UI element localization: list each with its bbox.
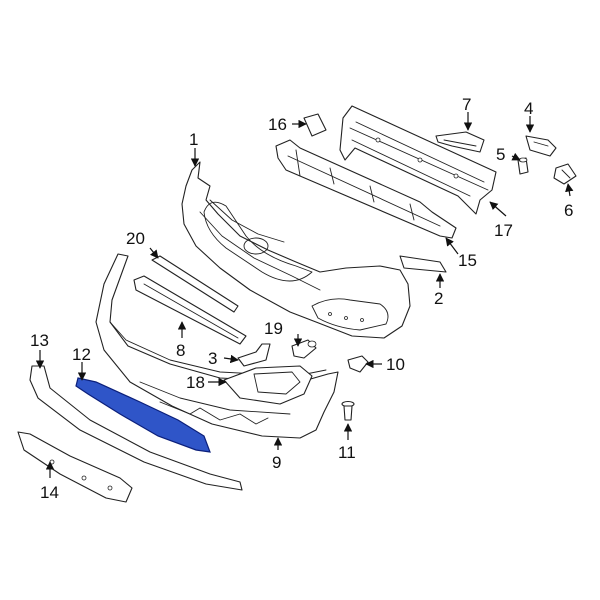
callout-8: 8 <box>176 341 185 360</box>
callout-19: 19 <box>264 319 283 338</box>
callout-1: 1 <box>189 130 198 149</box>
part-18-fog-lamp-bezel[interactable] <box>223 365 313 405</box>
part-11-push-clip[interactable] <box>341 400 355 421</box>
part-10-small-bracket[interactable] <box>347 355 369 373</box>
callout-7: 7 <box>462 95 471 114</box>
callout-18: 18 <box>186 373 205 392</box>
callout-10: 10 <box>386 355 405 374</box>
part-4-clip[interactable] <box>525 135 557 157</box>
callout-2: 2 <box>434 289 443 308</box>
part-1-bumper-cover[interactable] <box>181 161 411 339</box>
part-8-grille-insert[interactable] <box>133 275 247 345</box>
callout-9: 9 <box>272 453 281 472</box>
callout-3: 3 <box>208 349 217 368</box>
callout-20: 20 <box>126 229 145 248</box>
part-12-lower-spoiler[interactable] <box>75 377 211 453</box>
callout-12: 12 <box>72 345 91 364</box>
part-19-fog-lamp[interactable] <box>291 339 317 359</box>
part-5-bolt[interactable] <box>517 157 529 175</box>
part-13-lower-trim[interactable] <box>29 365 243 491</box>
callout-17: 17 <box>494 221 513 240</box>
part-2-reflector[interactable] <box>399 255 447 273</box>
callout-16: 16 <box>268 115 287 134</box>
callout-13: 13 <box>30 331 49 350</box>
callout-11: 11 <box>338 443 356 462</box>
callout-6: 6 <box>564 201 573 220</box>
callout-15: 15 <box>458 251 477 270</box>
callout-14: 14 <box>40 483 59 502</box>
leader-lines <box>35 112 574 478</box>
part-6-flange-bolt[interactable] <box>553 163 577 185</box>
callout-labels: 1 2 3 4 5 6 7 8 9 10 11 12 13 14 15 16 1… <box>30 95 573 502</box>
part-16-bracket[interactable] <box>303 113 327 137</box>
part-17-reinforcement-beam[interactable] <box>339 105 497 215</box>
part-7-side-bracket[interactable] <box>435 131 485 153</box>
callout-4: 4 <box>524 99 533 118</box>
callout-5: 5 <box>496 145 505 164</box>
part-3-bracket[interactable] <box>237 343 271 367</box>
part-15-energy-absorber[interactable] <box>275 139 457 239</box>
